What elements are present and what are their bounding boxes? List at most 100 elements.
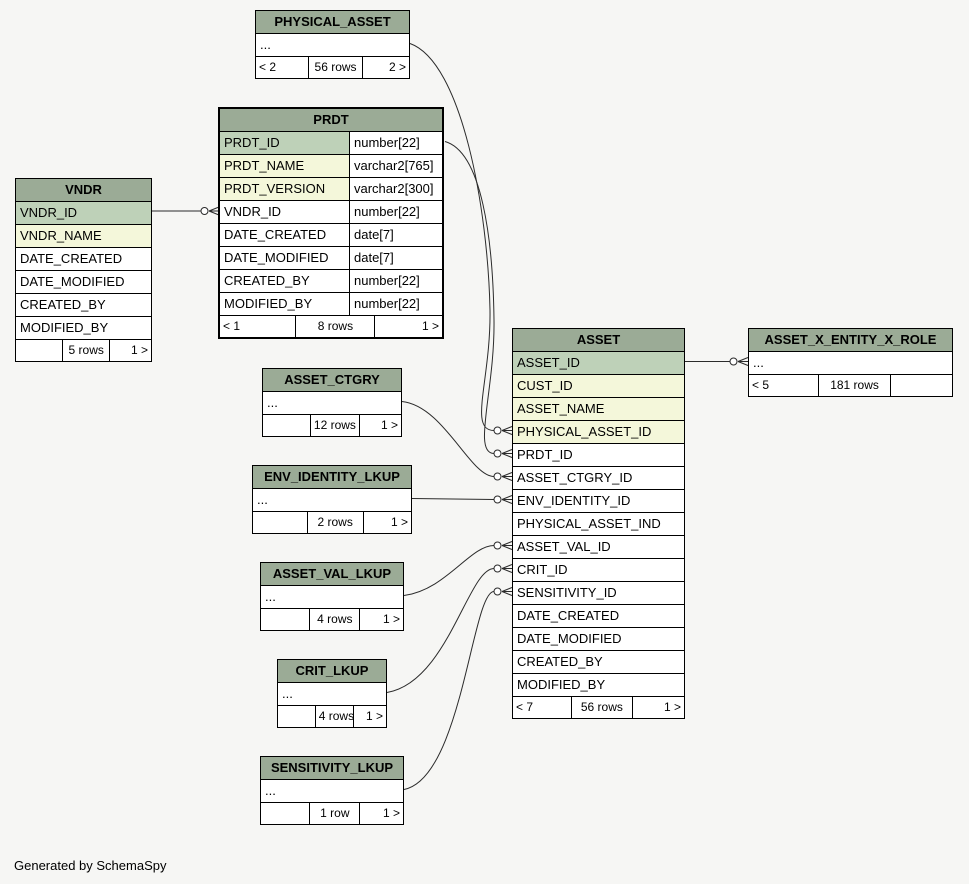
column-type: number[22] [349,132,442,154]
crowsfoot-odot-env_identity_lkup-asset [493,495,513,504]
generated-by-note: Generated by SchemaSpy [14,858,167,873]
column-row: CREATED_BY number[22] [220,269,442,292]
relationship-edge-physical_asset-asset [409,43,495,431]
rows-count: 12 rows [309,415,360,436]
column-name: SENSITIVITY_ID [517,585,617,600]
column-row: MODIFIED_BY number[22] [220,292,442,315]
parents-count: < 2 [259,60,277,74]
table-header-asset_val_lkup[interactable]: ASSET_VAL_LKUP [261,563,403,585]
column-row: ... [261,779,403,802]
table-header-sensitivity_lkup[interactable]: SENSITIVITY_LKUP [261,757,403,779]
rows-count: 8 rows [295,316,376,337]
crowsfoot-odot-physical_asset-asset [493,426,513,435]
crowsfoot-odot-vndr-prdt [200,206,220,216]
column-name: ASSET_ID [513,352,684,374]
column-row: PRDT_ID [513,443,684,466]
children-count: 1 > [421,319,439,333]
column-name: PHYSICAL_ASSET_IND [517,516,661,531]
column-name: CRIT_ID [517,562,568,577]
column-name: PHYSICAL_ASSET_ID [513,421,684,443]
table-sensitivity_lkup[interactable]: SENSITIVITY_LKUP... 1 row 1 > [260,756,404,825]
column-type: varchar2[765] [349,155,442,177]
table-asset_val_lkup[interactable]: ASSET_VAL_LKUP... 4 rows 1 > [260,562,404,631]
children-count: 1 > [663,700,681,714]
column-row: ... [278,682,386,705]
table-header-physical_asset[interactable]: PHYSICAL_ASSET [256,11,409,33]
column-row: DATE_CREATED [16,247,151,270]
parents-count [263,415,310,436]
column-name: CREATED_BY [517,654,603,669]
column-name: MODIFIED_BY [517,677,606,692]
rows-count: 1 row [309,803,361,824]
column-name: PRDT_VERSION [220,178,349,200]
table-header-env_identity_lkup[interactable]: ENV_IDENTITY_LKUP [253,466,411,488]
rows-count: 4 rows [309,609,361,630]
column-type: varchar2[300] [349,178,442,200]
column-name: DATE_MODIFIED [517,631,622,646]
parents-count: < 7 [516,700,534,714]
column-type: number[22] [349,270,442,292]
column-name: ... [265,589,276,604]
rows-count: 4 rows [314,706,354,727]
column-name: ... [282,686,293,701]
children-count: 1 > [382,806,400,820]
column-row: ... [263,391,401,414]
column-name: CREATED_BY [224,273,310,288]
column-row: CREATED_BY [16,293,151,316]
rows-count: 2 rows [306,512,364,533]
column-name: VNDR_ID [224,204,282,219]
parents-count [261,609,309,630]
column-name: ASSET_CTGRY_ID [517,470,633,485]
column-type: date[7] [349,247,442,269]
children-count: 1 > [390,515,408,529]
column-name: ... [260,37,271,52]
rows-count: 5 rows [61,340,111,361]
table-header-vndr[interactable]: VNDR [16,179,151,201]
table-header-prdt[interactable]: PRDT [220,109,442,131]
column-row: VNDR_NAME [16,224,151,247]
column-row: ASSET_ID [513,351,684,374]
column-name: VNDR_NAME [16,225,151,247]
table-crit_lkup[interactable]: CRIT_LKUP... 4 rows 1 > [277,659,387,728]
column-name: DATE_MODIFIED [224,250,329,265]
column-type: date[7] [349,224,442,246]
relationship-edge-env_identity_lkup-asset [411,498,495,500]
crowsfoot-odot-crit_lkup-asset [493,564,513,573]
table-header-asset_x_entity_x_role[interactable]: ASSET_X_ENTITY_X_ROLE [749,329,952,351]
table-footer-sensitivity_lkup: 1 row 1 > [261,802,403,824]
column-row: VNDR_ID [16,201,151,224]
parents-count: < 5 [752,378,770,392]
column-row: ... [261,585,403,608]
column-type: number[22] [349,293,442,315]
table-header-crit_lkup[interactable]: CRIT_LKUP [278,660,386,682]
column-row: CUST_ID [513,374,684,397]
parents-count: < 1 [223,319,241,333]
crowsfoot-odot-asset-asset_x_entity_x_role [729,357,749,366]
table-header-asset[interactable]: ASSET [513,329,684,351]
children-count: 1 > [365,709,383,723]
children-count: 1 > [382,612,400,626]
column-name: VNDR_ID [16,202,151,224]
column-name: ASSET_NAME [513,398,684,420]
column-name: ... [265,783,276,798]
table-footer-prdt: < 1 8 rows 1 > [220,315,442,337]
column-row: ASSET_CTGRY_ID [513,466,684,489]
column-row: MODIFIED_BY [16,316,151,339]
relationship-edge-asset_ctgry-asset [401,401,495,477]
table-header-asset_ctgry[interactable]: ASSET_CTGRY [263,369,401,391]
column-name: MODIFIED_BY [224,296,313,311]
column-name: ... [753,355,764,370]
column-row: ... [256,33,409,56]
rows-count: 56 rows [308,57,364,78]
